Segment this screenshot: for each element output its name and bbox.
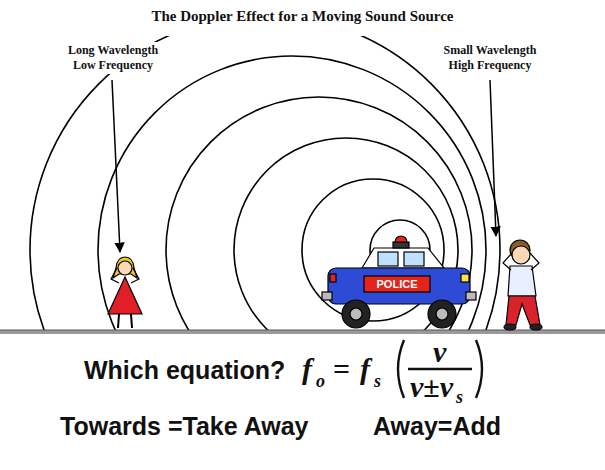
girl-figure <box>108 257 142 328</box>
wavelength-label: Small Wavelength High Frequency <box>437 42 543 74</box>
leader-arrow <box>112 80 120 252</box>
formula-subscript: s <box>374 372 381 390</box>
rule-text: Away=Add <box>373 412 501 441</box>
wavefront <box>98 56 486 330</box>
right-parenthesis <box>476 340 482 398</box>
question-text: Which equation? <box>84 356 285 385</box>
wavelength-label: Long Wavelength Low Frequency <box>60 42 166 74</box>
fraction-bar <box>408 368 472 370</box>
diagram-title: The Doppler Effect for a Moving Sound So… <box>0 8 605 25</box>
left-parenthesis <box>398 340 404 398</box>
leader-arrow <box>490 80 496 236</box>
boy-figure <box>503 240 542 330</box>
wavefront <box>166 97 472 330</box>
formula-subscript: o <box>316 372 325 390</box>
formula-symbol: v±v <box>410 372 453 402</box>
wavefront <box>30 36 500 330</box>
wavefronts <box>30 36 500 330</box>
police-car <box>322 236 476 328</box>
car-sign: POLICE <box>364 276 430 292</box>
rule-text: Towards =Take Away <box>60 412 309 441</box>
formula-symbol: f <box>302 354 312 384</box>
formula-symbol: = <box>333 354 350 384</box>
ground <box>0 330 605 334</box>
formula-symbol: f <box>360 354 370 384</box>
formula-subscript: s <box>456 388 463 406</box>
formula-symbol: v <box>433 337 446 367</box>
